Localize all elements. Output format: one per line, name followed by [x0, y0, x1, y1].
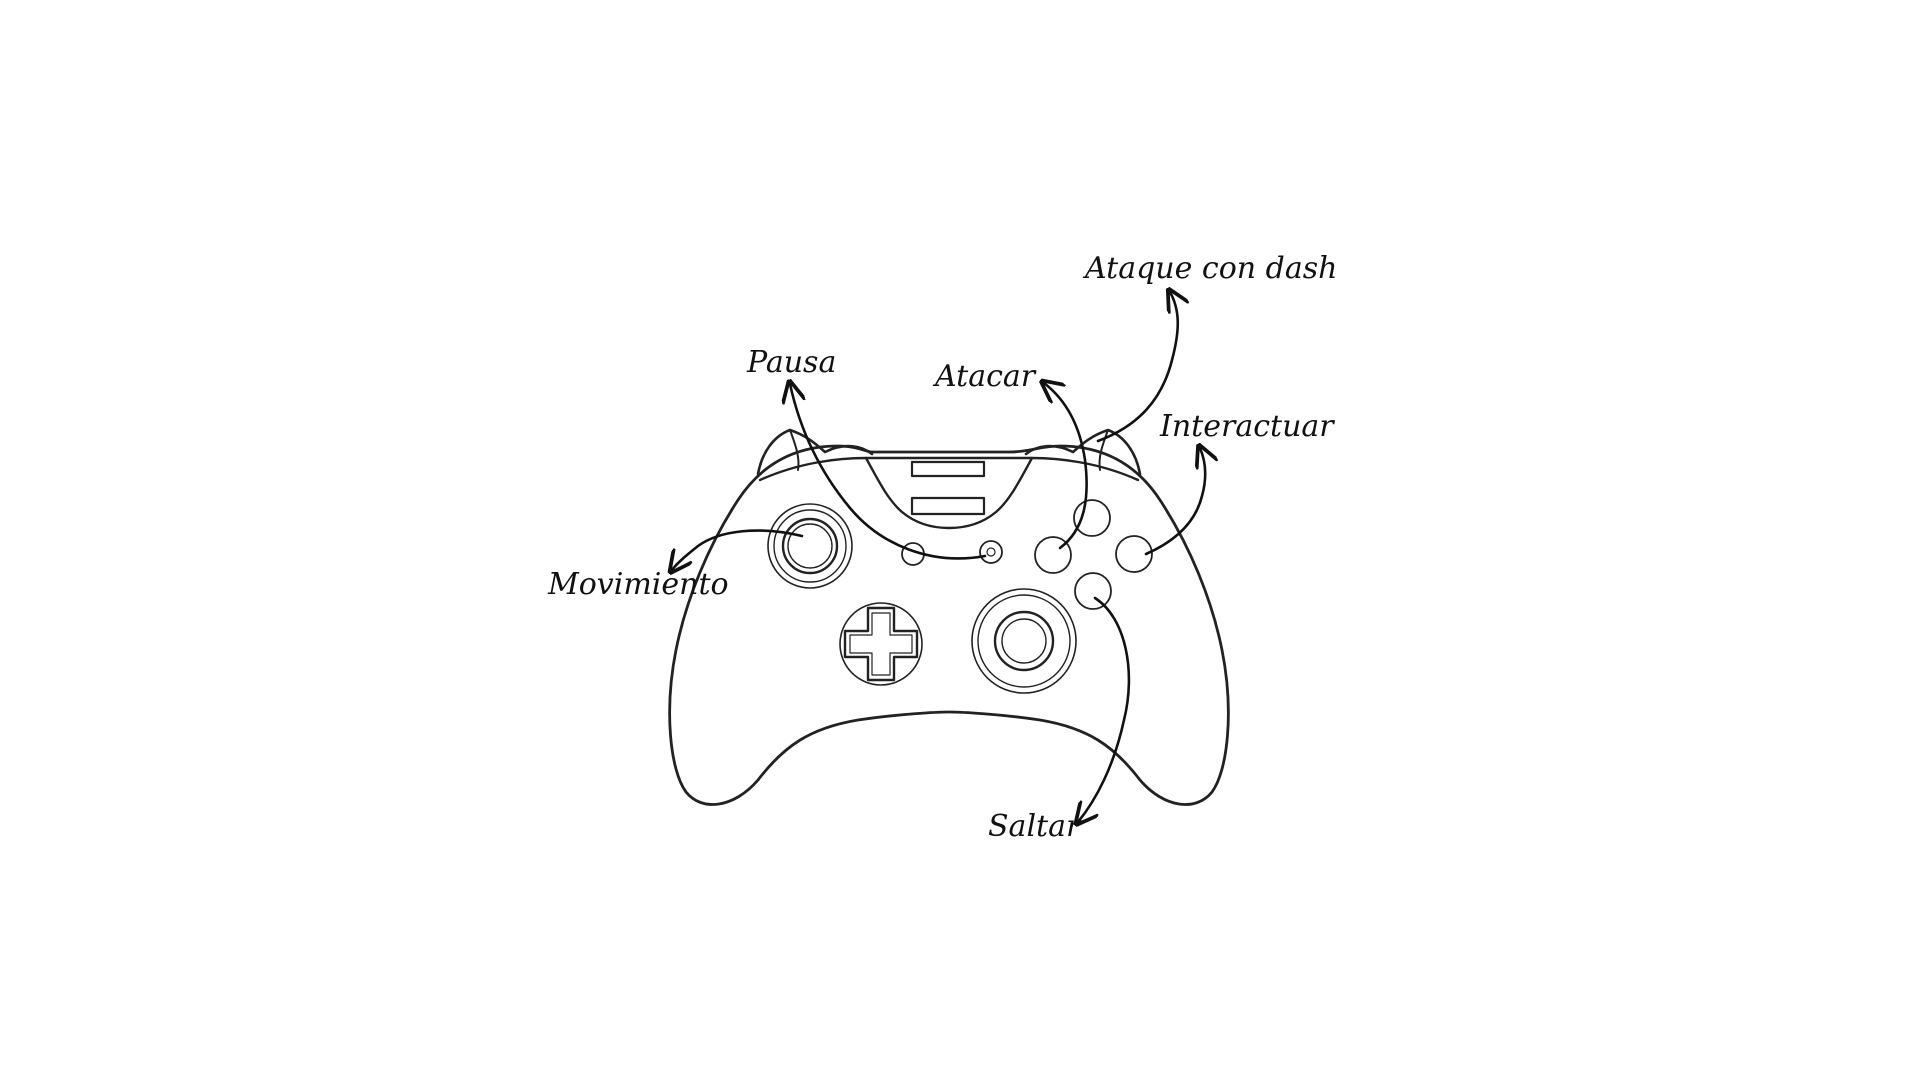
gamepad-icon	[668, 428, 1230, 806]
arrow-attack-dash	[1096, 292, 1178, 443]
arrow-attack	[1044, 383, 1088, 550]
arrow-jump	[1078, 596, 1131, 822]
top-bar	[758, 456, 1140, 482]
face-button-top[interactable]	[1073, 499, 1111, 537]
arrow-pause	[790, 384, 987, 560]
label-attack-dash: Ataque con dash	[1082, 251, 1337, 286]
dpad[interactable]	[843, 606, 919, 682]
label-movement: Movimiento	[547, 567, 729, 602]
dpad-ring	[839, 602, 923, 686]
arrow-interact	[1144, 448, 1205, 556]
label-interact: Interactuar	[1159, 409, 1335, 444]
guide-slot-top	[910, 460, 986, 478]
right-stick-cap	[1001, 618, 1047, 664]
face-button-bottom[interactable]	[1074, 572, 1112, 610]
annotation-arrows	[672, 292, 1205, 822]
menu-button-dot	[986, 547, 996, 557]
arrow-movement	[672, 529, 804, 570]
label-attack: Atacar	[932, 359, 1037, 394]
right-stick[interactable]	[993, 610, 1055, 672]
left-stick-cap	[787, 523, 833, 569]
left-bumper-inner	[789, 429, 800, 471]
guide-slot-bottom	[910, 496, 986, 516]
left-stick-ring-inner	[773, 509, 847, 583]
dpad-inner	[849, 612, 913, 676]
controller-body	[668, 444, 1230, 806]
guide-panel	[864, 456, 1034, 530]
left-bumper	[756, 428, 874, 476]
right-stick-ring-inner	[977, 594, 1071, 688]
menu-button[interactable]	[979, 540, 1003, 564]
left-stick-ring	[767, 503, 853, 589]
right-stick-ring	[971, 588, 1077, 694]
label-pause: Pausa	[746, 345, 836, 380]
label-jump: Saltar	[988, 809, 1082, 844]
left-stick[interactable]	[781, 517, 839, 575]
face-button-right[interactable]	[1115, 535, 1153, 573]
face-button-left[interactable]	[1034, 536, 1072, 574]
